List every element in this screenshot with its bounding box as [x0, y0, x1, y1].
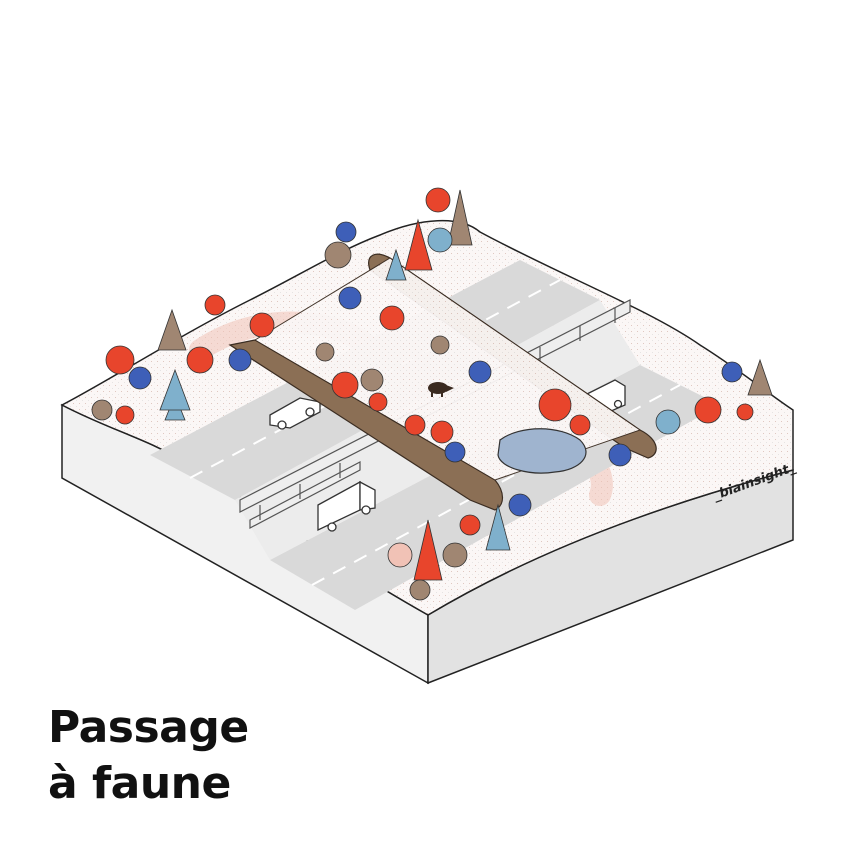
tree-icon — [459, 514, 481, 536]
tree-icon — [387, 542, 413, 568]
tree-icon — [736, 403, 754, 421]
tree-icon — [404, 414, 426, 436]
tree-icon — [338, 286, 362, 310]
wild-boar-icon — [428, 382, 454, 397]
tree-icon — [430, 335, 450, 355]
tree-icon — [409, 579, 431, 601]
tree-icon — [249, 312, 275, 338]
tree-icon — [228, 348, 252, 372]
tree-icon — [186, 346, 214, 374]
tree-icon — [444, 441, 466, 463]
tree-icon — [204, 294, 226, 316]
tree-group — [91, 187, 773, 601]
tree-icon — [335, 221, 357, 243]
tree-icon — [430, 420, 454, 444]
truck-icon — [317, 480, 376, 532]
tree-icon — [115, 405, 135, 425]
tree-icon — [331, 371, 359, 399]
tree-icon — [694, 396, 722, 424]
tree-icon — [747, 358, 773, 396]
tree-icon — [368, 392, 388, 412]
tree-icon — [379, 305, 405, 331]
tree-icon — [385, 248, 407, 281]
tree-icon — [538, 388, 572, 422]
tree-icon — [91, 399, 113, 421]
tree-icon — [360, 368, 384, 392]
tree-icon — [569, 414, 591, 436]
tree-icon — [413, 519, 443, 581]
tree-icon — [655, 409, 681, 435]
tree-icon — [315, 342, 335, 362]
pond-icon — [497, 428, 587, 474]
tree-icon — [721, 361, 743, 383]
title-line-1: Passage — [48, 702, 249, 753]
page-title: Passage à faune — [48, 700, 249, 812]
tree-icon — [105, 345, 135, 375]
tree-icon — [159, 368, 191, 411]
tree-icon — [447, 189, 473, 246]
tree-icon — [157, 308, 187, 351]
car-icon — [269, 397, 321, 430]
tree-icon — [508, 493, 532, 517]
tree-icon — [427, 227, 453, 253]
tree-icon — [442, 542, 468, 568]
tree-icon — [404, 218, 433, 271]
tree-icon — [128, 366, 152, 390]
tree-icon — [608, 443, 632, 467]
tree-icon — [324, 241, 352, 269]
tree-icon — [468, 360, 492, 384]
tree-icon — [485, 503, 511, 551]
tree-icon — [425, 187, 451, 213]
title-line-2: à faune — [48, 758, 231, 809]
